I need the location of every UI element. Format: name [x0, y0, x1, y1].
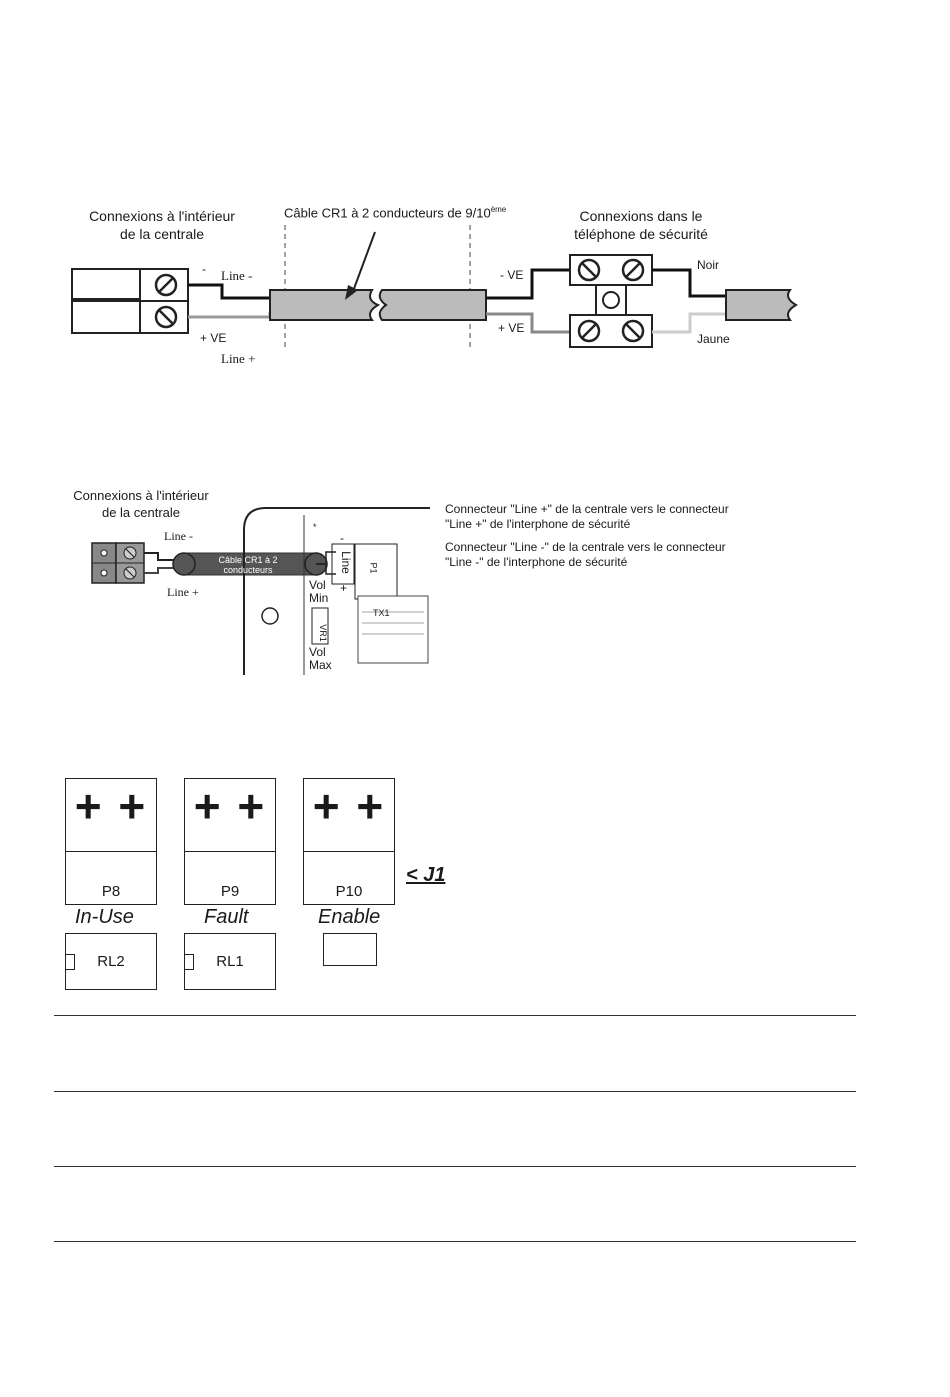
jaune-label: Jaune — [697, 332, 730, 346]
left-title: Connexions à l'intérieur de la centrale — [89, 208, 235, 242]
star-mark: * — [313, 522, 317, 532]
left-title: Connexions à l'intérieur de la centrale — [73, 488, 209, 520]
note-line-plus: Connecteur "Line +" de la centrale vers … — [445, 502, 729, 531]
terminal-block-left-bottom — [71, 300, 141, 334]
caption-in-use: In-Use — [75, 906, 134, 928]
cable-label: Câble CR1 à 2 conducteurs — [218, 555, 278, 575]
screw-icon — [154, 273, 178, 297]
tx1-label: TX1 — [373, 608, 390, 618]
separator-line — [54, 1015, 856, 1016]
wire-line-minus — [188, 283, 270, 300]
connector-label: P9 — [220, 883, 240, 900]
line-plus-label: Line + — [221, 351, 256, 366]
vr1-label: VR1 — [317, 624, 328, 642]
plus-ve-label: + VE — [200, 331, 227, 345]
screw-icon — [154, 305, 178, 329]
line-connector — [331, 543, 355, 585]
plus-terminals: + + — [66, 779, 156, 852]
vr1-potentiometer — [311, 607, 329, 645]
connector-label: P8 — [101, 883, 121, 900]
line-minus-label: Line - — [221, 268, 253, 283]
wiring-diagram-1-drawing — [71, 225, 798, 350]
screw-icon — [577, 258, 601, 282]
minus-ve-label: - VE — [500, 268, 524, 282]
wiring-diagram-2-drawing — [91, 507, 430, 675]
mounting-hole — [261, 607, 279, 625]
connector-p9: + + P9 — [184, 778, 276, 905]
plus-terminals: + + — [304, 779, 394, 852]
line-minus-label: Line - — [164, 529, 193, 543]
separator-line — [54, 1091, 856, 1092]
screw-icon — [123, 546, 137, 560]
right-title: Connexions dans le téléphone de sécurité — [574, 208, 708, 242]
separator-line — [54, 1166, 856, 1167]
wire-line-plus — [188, 312, 272, 319]
vol-min-label: Vol Min — [309, 578, 329, 605]
line-plus-label: Line + — [167, 585, 199, 599]
terminal-block-left-top — [71, 268, 141, 300]
note-line-minus: Connecteur "Line -" de la centrale vers … — [445, 540, 726, 569]
board-line-label: Line — [338, 551, 353, 574]
board-outline — [243, 507, 430, 675]
caption-fault: Fault — [204, 906, 249, 928]
separator-line — [54, 1241, 856, 1242]
relay-rl1: RL1 — [184, 933, 276, 990]
minus-mark: - — [202, 262, 206, 276]
plus-ve-label: + VE — [498, 321, 525, 335]
jumper-label: < J1 — [406, 864, 446, 886]
cable-segment — [378, 289, 487, 321]
cable-end — [172, 552, 196, 576]
cable-label: Câble CR1 à 2 conducteurs de 9/10ème — [284, 205, 507, 221]
relay-notch — [185, 954, 194, 970]
enable-box — [323, 933, 377, 966]
plus-terminals: + + — [185, 779, 275, 852]
vol-max-label: Vol Max — [309, 645, 332, 672]
cable-segment — [725, 289, 798, 321]
screw-icon — [577, 319, 601, 343]
connector-p8: + + P8 — [65, 778, 157, 905]
cable-segment — [269, 289, 381, 321]
pointer-arrow — [351, 231, 376, 295]
relay-notch — [66, 954, 75, 970]
wire-jaune — [652, 312, 726, 334]
board-plus-mark: + — [340, 581, 348, 595]
relay-label: RL2 — [97, 953, 125, 970]
relay-rl2: RL2 — [65, 933, 157, 990]
connector-p10: + + P10 — [303, 778, 395, 905]
screw-icon — [621, 319, 645, 343]
wire-plus-ve — [486, 312, 570, 334]
p1-label: P1 — [368, 562, 379, 574]
connector-label: P10 — [335, 883, 363, 900]
wire-line-plus — [144, 567, 175, 574]
wire-noir — [652, 268, 726, 298]
relay-label: RL1 — [216, 953, 244, 970]
screw-icon — [621, 258, 645, 282]
caption-enable: Enable — [318, 906, 381, 928]
screw-icon — [123, 566, 137, 580]
wire-minus-ve — [486, 268, 570, 300]
noir-label: Noir — [697, 258, 720, 272]
wire-line-minus — [144, 552, 175, 561]
tx1-module — [357, 595, 429, 664]
board-minus-mark: - — [340, 531, 344, 545]
